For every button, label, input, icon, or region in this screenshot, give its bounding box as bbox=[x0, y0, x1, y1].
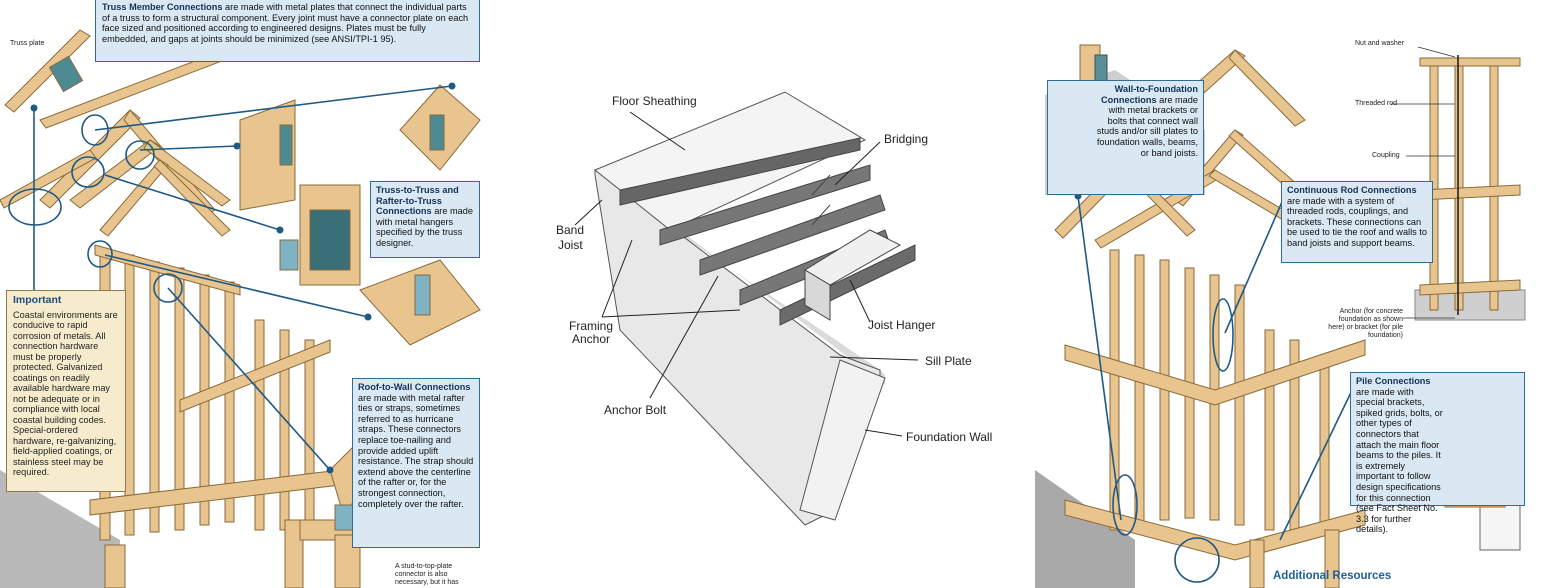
continuous-rod-text: are made with a system of threaded rods,… bbox=[1287, 195, 1427, 248]
label-anchor-bolt: Anchor Bolt bbox=[604, 403, 667, 417]
truss-member-text: are made with metal plates that connect … bbox=[102, 2, 469, 44]
wall-to-foundation-callout: Wall-to-Foundation Connections are made … bbox=[1047, 80, 1204, 195]
wall-studs bbox=[1064, 249, 1366, 588]
label-anchor: Anchor (for concrete foundation as shown… bbox=[1325, 308, 1403, 340]
truss-to-truss-text: are made with metal hangers specified by… bbox=[376, 206, 474, 248]
continuous-rod-title: Continuous Rod Connections bbox=[1287, 185, 1417, 195]
label-floor-sheathing: Floor Sheathing bbox=[612, 94, 697, 108]
wall-to-foundation-title: Wall-to-Foundation Connections bbox=[1100, 84, 1198, 105]
label-threaded-rod: Threaded rod bbox=[1355, 100, 1398, 107]
middle-leader-lines bbox=[574, 111, 919, 437]
continuous-rod-frame bbox=[1414, 55, 1526, 321]
label-foundation-wall: Foundation Wall bbox=[906, 430, 993, 444]
label-nut-and-washer: Nut and washer bbox=[1355, 40, 1405, 47]
label-framing-anchor-line-2: Anchor bbox=[572, 332, 611, 346]
additional-resources-heading: Additional Resources bbox=[1273, 570, 1392, 582]
foundation-wall-end bbox=[799, 359, 886, 521]
truss-member-title: Truss Member Connections bbox=[102, 2, 223, 12]
important-text: Coastal environments are conducive to ra… bbox=[13, 309, 118, 478]
leader-lines bbox=[8, 85, 453, 471]
label-sill-plate: Sill Plate bbox=[925, 354, 972, 368]
wall-studs bbox=[89, 244, 341, 588]
important-title: Important bbox=[13, 294, 62, 306]
stud-to-top-plate-note: A stud-to-top-plate connector is also ne… bbox=[395, 563, 477, 588]
pile-connections-text: are made with special brackets, spiked g… bbox=[1356, 386, 1443, 535]
ground-gravel bbox=[0, 470, 120, 588]
right-illustration-panel: Wall-to-Foundation Connections are made … bbox=[1035, 0, 1568, 588]
roof-to-wall-title: Roof-to-Wall Connections bbox=[358, 382, 471, 392]
truss-framing bbox=[0, 29, 257, 237]
stud-note-text: A stud-to-top-plate connector is also ne… bbox=[395, 563, 459, 586]
important-note-box: Important Coastal environments are condu… bbox=[6, 290, 126, 492]
wall-to-foundation-text: are made with metal brackets or bolts th… bbox=[1096, 94, 1198, 158]
label-bridging: Bridging bbox=[884, 132, 929, 146]
roof-framing-drawing bbox=[0, 29, 481, 588]
floor-framing-drawing bbox=[574, 91, 919, 526]
middle-floor-framing-panel: Floor Sheathing Bridging Band Joist Fram… bbox=[540, 0, 1010, 588]
label-band-joist-line-2: Joist bbox=[558, 238, 583, 252]
rod-label-leaders bbox=[1391, 46, 1456, 319]
label-band-joist-line-1: Band bbox=[556, 223, 585, 237]
truss-to-truss-title: Truss-to-Truss and Rafter-to-Truss Conne… bbox=[376, 185, 459, 217]
joists bbox=[619, 137, 916, 326]
detail-truss-hangers bbox=[48, 55, 481, 346]
leader-dots bbox=[30, 82, 456, 474]
right-leader-lines bbox=[1077, 194, 1356, 583]
label-framing-anchor-line-1: Framing bbox=[569, 319, 614, 333]
truss-plate-label: Truss plate bbox=[10, 40, 45, 47]
pile-connections-callout: Pile Connections are made with special b… bbox=[1350, 372, 1525, 534]
pile-connections-title: Pile Connections bbox=[1356, 376, 1431, 386]
truss-member-callout: Truss Member Connections are made with m… bbox=[95, 0, 480, 62]
truss-to-truss-callout: Truss-to-Truss and Rafter-to-Truss Conne… bbox=[370, 181, 480, 258]
label-anchor-text: Anchor (for concrete foundation as shown… bbox=[1328, 308, 1403, 339]
label-joist-hanger: Joist Hanger bbox=[868, 318, 936, 332]
continuous-rod-callout: Continuous Rod Connections are made with… bbox=[1281, 181, 1433, 263]
label-coupling: Coupling bbox=[1372, 152, 1400, 159]
roof-to-wall-callout: Roof-to-Wall Connections are made with m… bbox=[352, 378, 480, 548]
left-illustration-panel: Truss Member Connections are made with m… bbox=[0, 0, 490, 588]
ground-gravel bbox=[1035, 470, 1135, 588]
roof-to-wall-text: are made with metal rafter ties or strap… bbox=[358, 392, 474, 509]
